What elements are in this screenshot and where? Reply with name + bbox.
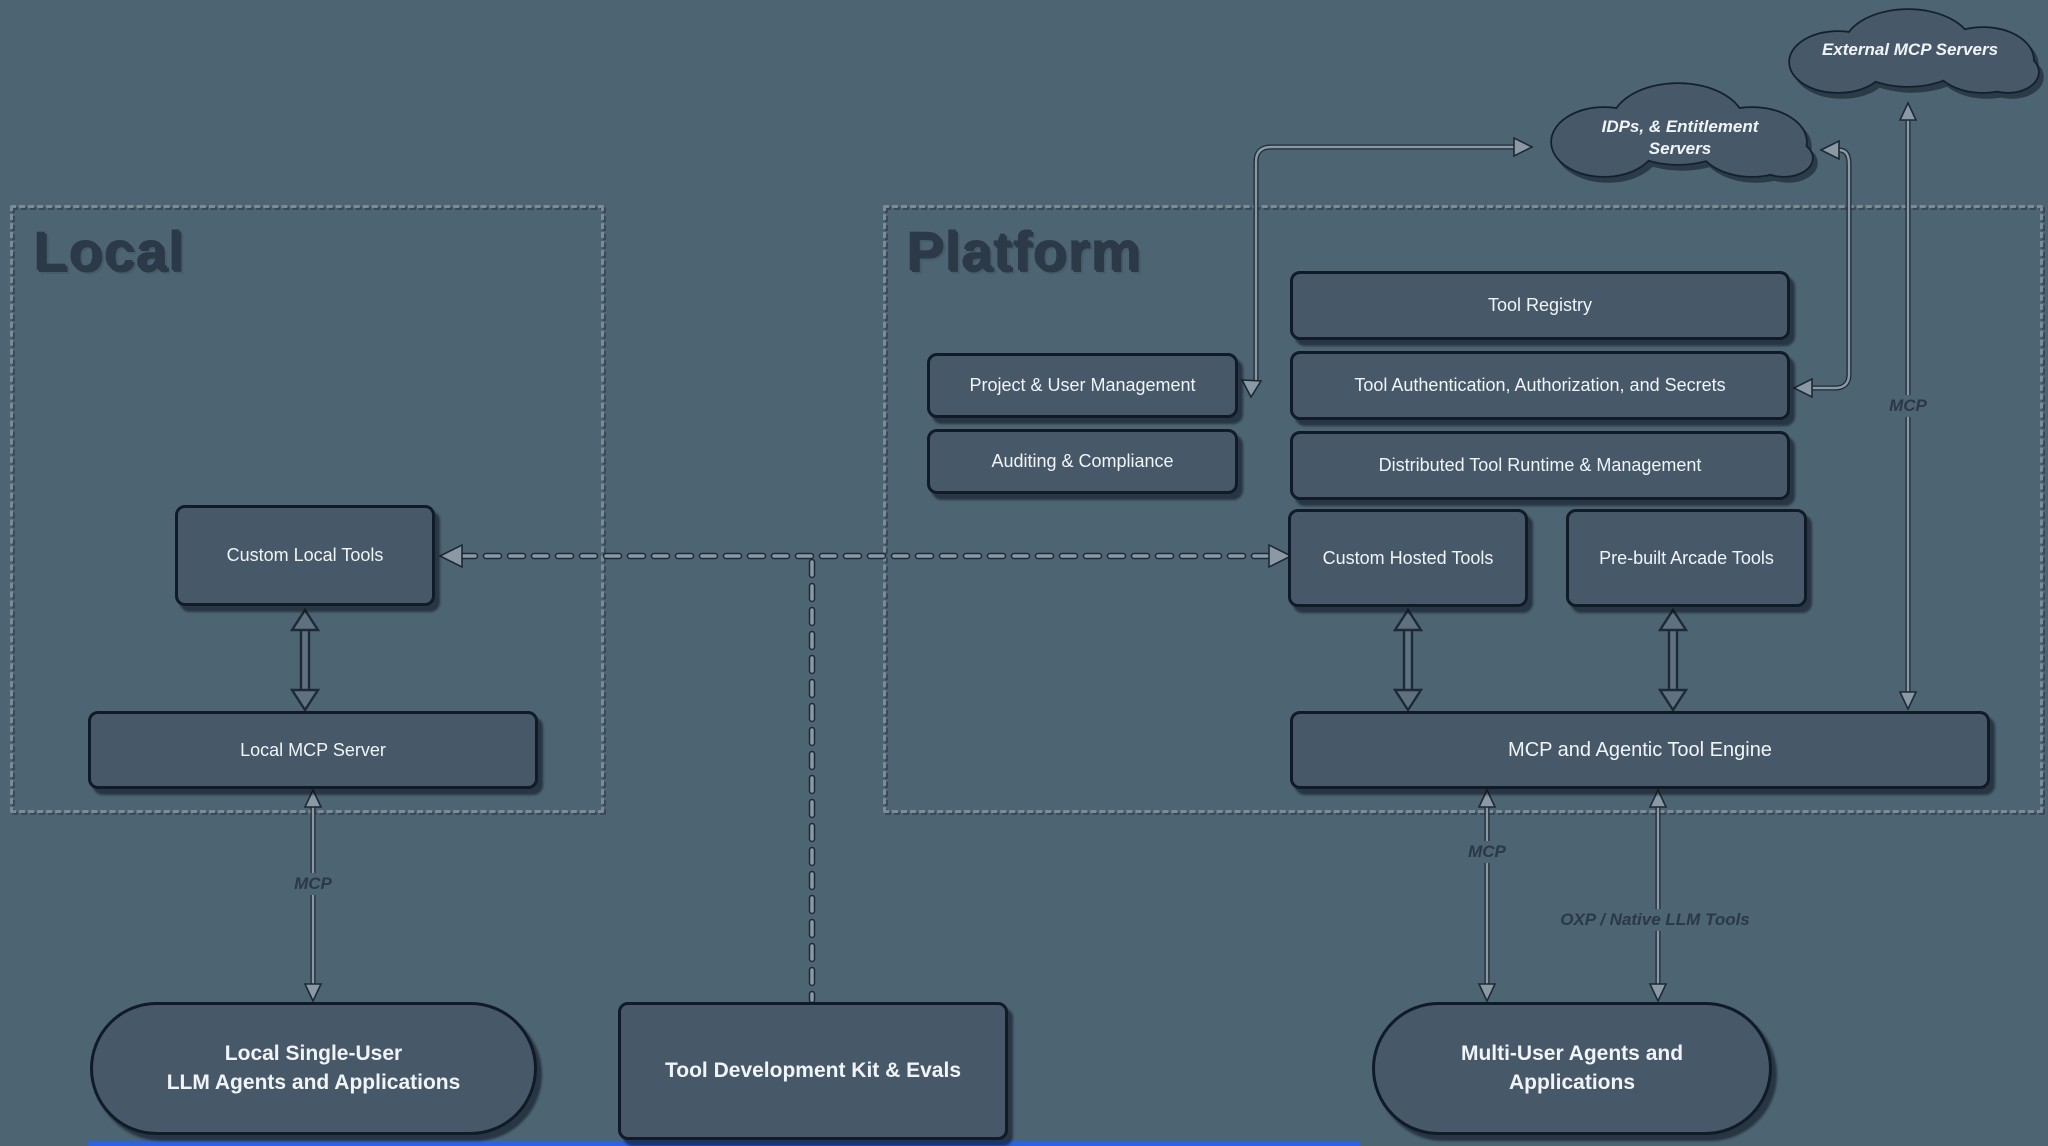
edge-tool-auth-idp-cloud: [1792, 139, 1852, 399]
platform-section-title: Platform: [906, 219, 1142, 282]
custom-local-tools-label: Custom Local Tools: [226, 545, 384, 566]
edge-label-engine-mcp: MCP: [1463, 841, 1511, 863]
tool-authentication-label: Tool Authentication, Authorization, and …: [1354, 375, 1726, 396]
edge-custom-local-to-custom-hosted-dashed: [438, 543, 1293, 569]
mcp-agentic-tool-engine-label: MCP and Agentic Tool Engine: [1508, 738, 1772, 761]
node-custom-hosted-tools: Custom Hosted Tools: [1288, 509, 1528, 607]
local-agents-label-line1: Local Single-User: [224, 1042, 403, 1066]
edge-label-external-mcp: MCP: [1884, 395, 1932, 417]
auditing-compliance-label: Auditing & Compliance: [991, 451, 1174, 472]
tool-registry-label: Tool Registry: [1487, 295, 1593, 316]
idp-entitlement-servers-cloud: [1550, 82, 1814, 178]
local-mcp-server-label: Local MCP Server: [240, 739, 386, 760]
node-local-single-user-agents: Local Single-User LLM Agents and Applica…: [90, 1002, 537, 1135]
edge-local-mcp-server-local-agents: [303, 788, 323, 1003]
prebuilt-arcade-tools-label: Pre-built Arcade Tools: [1599, 547, 1774, 568]
custom-hosted-tools-label: Custom Hosted Tools: [1322, 547, 1494, 568]
edge-project-user-mgmt-idp-cloud: [1240, 136, 1534, 399]
edge-mcp-engine-multi-user-mcp: [1477, 788, 1497, 1003]
local-section-title: Local: [33, 219, 185, 282]
node-distributed-tool-runtime: Distributed Tool Runtime & Management: [1290, 431, 1790, 500]
platform-section-container: Platform: [883, 205, 2043, 813]
edge-custom-local-tools-local-mcp-server: [289, 607, 321, 713]
node-custom-local-tools: Custom Local Tools: [175, 505, 435, 606]
node-tool-authentication: Tool Authentication, Authorization, and …: [1290, 351, 1790, 420]
multi-user-agents-label-line1: Multi-User Agents and: [1460, 1042, 1684, 1066]
edge-prebuilt-arcade-tools-mcp-engine: [1657, 607, 1689, 713]
node-tool-development-kit: Tool Development Kit & Evals: [618, 1002, 1008, 1140]
edge-custom-hosted-tools-mcp-engine: [1392, 607, 1424, 713]
node-local-mcp-server: Local MCP Server: [88, 711, 538, 789]
project-user-management-label: Project & User Management: [969, 375, 1196, 396]
edge-label-oxp-native-llm-tools: OXP / Native LLM Tools: [1555, 909, 1755, 931]
distributed-tool-runtime-label: Distributed Tool Runtime & Management: [1378, 455, 1702, 476]
node-tool-registry: Tool Registry: [1290, 271, 1790, 340]
node-project-user-management: Project & User Management: [927, 353, 1238, 418]
bottom-blue-strip: [88, 1141, 1360, 1146]
edge-label-local-mcp: MCP: [289, 873, 337, 895]
node-multi-user-agents: Multi-User Agents and Applications: [1372, 1002, 1772, 1135]
tool-development-kit-label: Tool Development Kit & Evals: [665, 1058, 961, 1082]
edge-mcp-engine-multi-user-oxp: [1648, 788, 1668, 1003]
local-agents-label-line2: LLM Agents and Applications: [166, 1070, 461, 1094]
node-prebuilt-arcade-tools: Pre-built Arcade Tools: [1566, 509, 1807, 607]
node-auditing-compliance: Auditing & Compliance: [927, 429, 1238, 494]
local-section-container: Local: [10, 205, 604, 813]
node-mcp-agentic-tool-engine: MCP and Agentic Tool Engine: [1290, 711, 1990, 789]
external-mcp-servers-cloud: [1788, 8, 2040, 94]
multi-user-agents-label-line2: Applications: [1508, 1070, 1635, 1094]
